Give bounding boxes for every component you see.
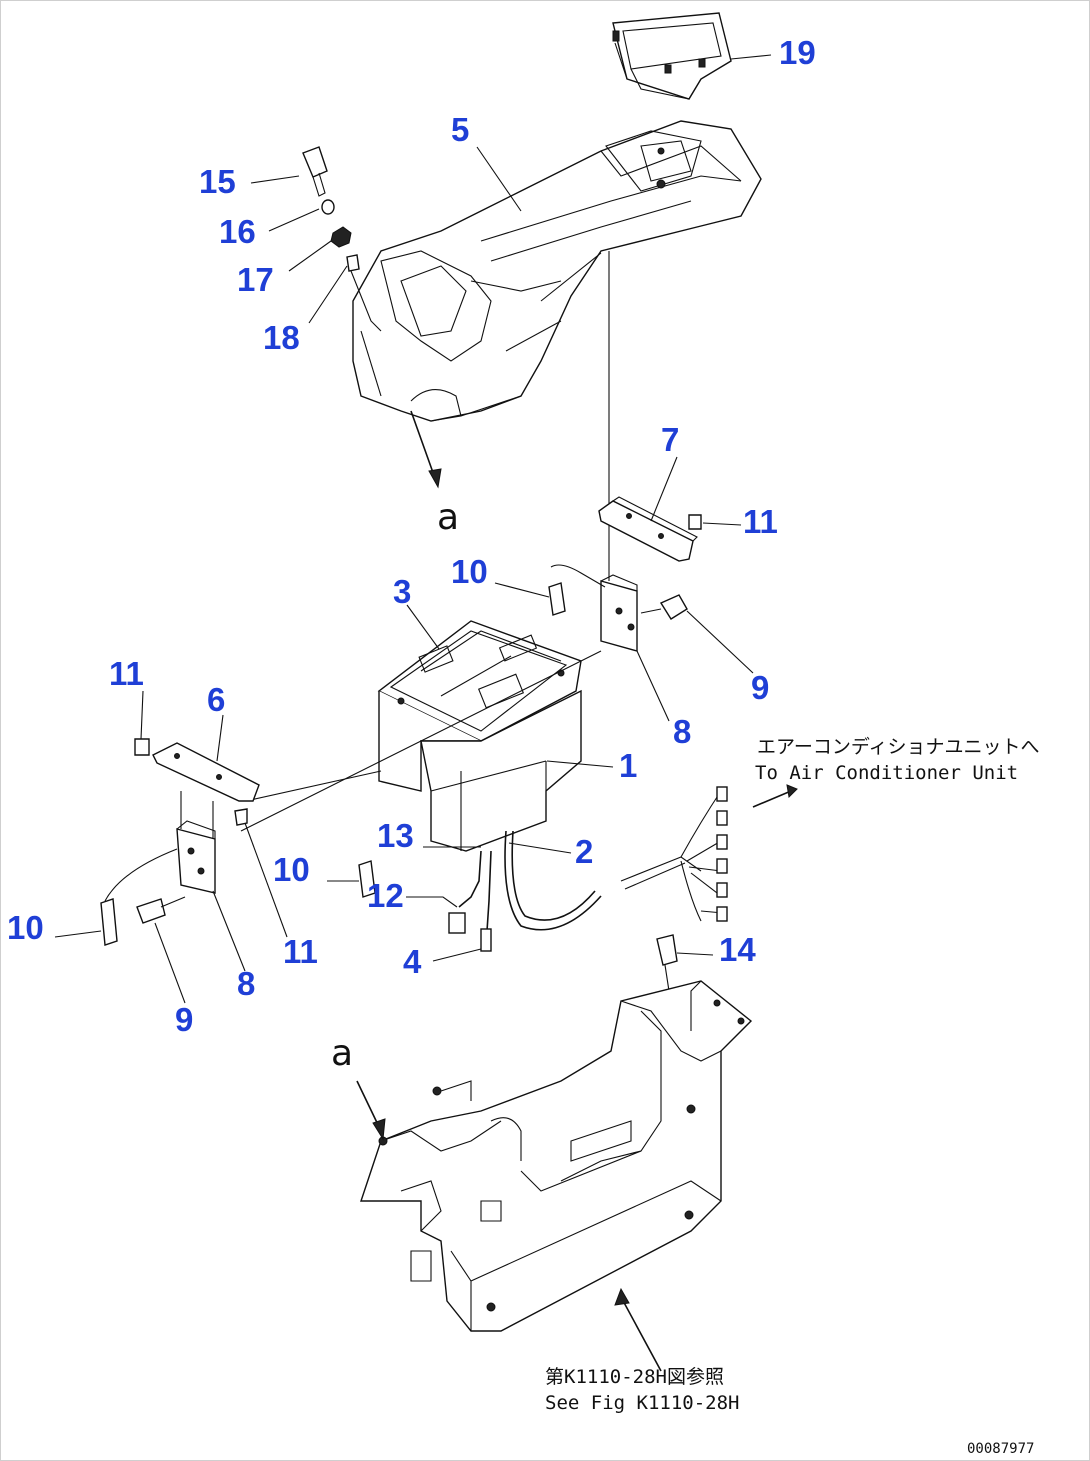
part-bracket-7 [598, 496, 698, 562]
alignment-line-6 [245, 770, 382, 802]
callout-16[interactable]: 16 [219, 213, 256, 250]
part-bolt-10-upper [548, 564, 606, 616]
arrow-see-fig [620, 1296, 662, 1372]
part-bolt-10-left [100, 848, 178, 946]
note-aircon-en: To Air Conditioner Unit [755, 762, 1018, 784]
callout-9[interactable]: 9 [751, 669, 769, 706]
callout-15[interactable]: 15 [199, 163, 236, 200]
callout-10[interactable]: 10 [273, 851, 310, 888]
callout-7[interactable]: 7 [661, 421, 679, 458]
part-clip-11-top [688, 514, 702, 530]
leader-18 [350, 270, 382, 332]
leader-lines [54, 54, 772, 1004]
callout-10[interactable]: 10 [7, 909, 44, 946]
callout-3[interactable]: 3 [393, 573, 411, 610]
note-see-fig-en: See Fig K1110-28H [545, 1392, 739, 1414]
part-bracket-6 [152, 742, 260, 802]
section-marker-upper: a [437, 497, 459, 538]
part-screw-14 [656, 934, 678, 992]
part-washer-16 [321, 199, 335, 215]
part-tray [612, 12, 732, 100]
callout-10[interactable]: 10 [451, 553, 488, 590]
part-clip-11-left [134, 738, 248, 826]
callout-11[interactable]: 11 [283, 933, 318, 970]
callout-1[interactable]: 1 [619, 747, 637, 784]
callout-13[interactable]: 13 [377, 817, 414, 854]
part-bracket-8-left [176, 791, 216, 894]
part-console-cover [352, 120, 762, 422]
part-bolt-9-lower [136, 896, 186, 924]
part-bolt-9-upper [640, 594, 688, 620]
callout-11[interactable]: 11 [743, 503, 778, 540]
callout-5[interactable]: 5 [451, 111, 469, 148]
callout-11[interactable]: 11 [109, 655, 144, 692]
section-marker-lower: a [331, 1033, 353, 1074]
callout-19[interactable]: 19 [779, 34, 816, 71]
callout-14[interactable]: 14 [719, 931, 756, 968]
callout-2[interactable]: 2 [575, 833, 593, 870]
part-control-box [377, 620, 582, 852]
callout-12[interactable]: 12 [367, 877, 404, 914]
part-screw-15 [302, 146, 328, 197]
callout-8[interactable]: 8 [237, 965, 255, 1002]
callout-9[interactable]: 9 [175, 1001, 193, 1038]
note-see-fig-jp: 第K1110-28H図参照 [545, 1366, 724, 1388]
arrow-aircon [752, 790, 792, 808]
callout-8[interactable]: 8 [673, 713, 691, 750]
part-bolt-10-mid [358, 860, 376, 898]
callout-18[interactable]: 18 [263, 319, 300, 356]
part-bracket-8-right [600, 574, 638, 652]
note-aircon-jp: エアーコンディショナユニットへ [757, 736, 1040, 758]
callout-6[interactable]: 6 [207, 681, 225, 718]
part-nut-17 [330, 226, 352, 248]
callout-4[interactable]: 4 [403, 943, 422, 980]
drawing-id: 00087977 [967, 1441, 1034, 1457]
part-lower-frame [360, 980, 753, 1332]
arrow-to-a [410, 410, 437, 482]
callout-17[interactable]: 17 [237, 261, 274, 298]
alignment-line-8 [240, 650, 602, 832]
part-harness [448, 786, 728, 952]
part-collar-18 [346, 254, 360, 272]
